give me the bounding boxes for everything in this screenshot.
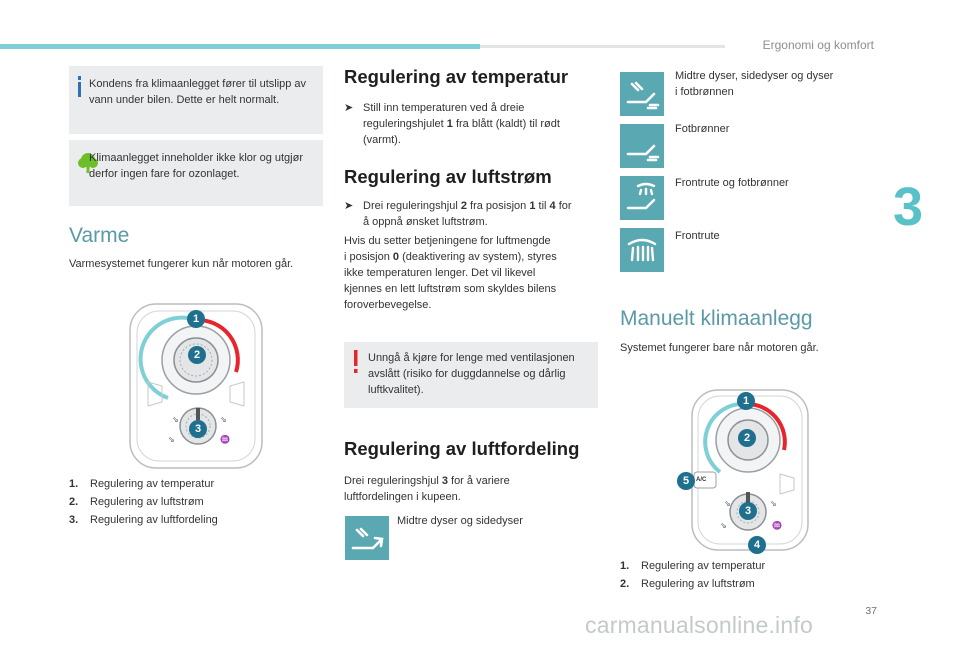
info-note-text: Kondens fra klimaanlegget fører til utsl… [89, 78, 307, 106]
chapter-number: 3 [893, 177, 924, 237]
vent-feet-icon [620, 124, 664, 168]
warning-text: Unngå å kjøre for lenge med ventilasjone… [368, 352, 575, 396]
page-number: 37 [865, 605, 877, 617]
flow-heading: Regulering av luftstrøm [344, 166, 552, 187]
svg-text:♒: ♒ [772, 520, 782, 530]
svg-text:⇘: ⇘ [720, 521, 727, 530]
flow-instruction: ➤Drei reguleringshjul 2 fra posisjon 1 t… [344, 200, 572, 228]
svg-text:⇘: ⇘ [220, 415, 227, 424]
list-item: 1.Regulering av temperatur [620, 560, 766, 572]
info-note: Kondens fra klimaanlegget fører til utsl… [69, 66, 323, 134]
dist-paragraph: Drei reguleringshjul 3 for å variere luf… [344, 475, 510, 503]
list-item: 1.Regulering av temperatur [69, 478, 215, 490]
header-divider [480, 45, 725, 48]
list-item: 2.Regulering av luftstrøm [69, 496, 204, 508]
flow-paragraph: Hvis du setter betjeningene for luftmeng… [344, 235, 557, 311]
heating-control-figure: ⇘ ⇘ ⇘ ♒ 1 2 3 [128, 302, 264, 470]
windscreen-demist-icon [620, 228, 664, 272]
callout-2: 2 [188, 346, 206, 364]
eco-note-text: Klimaanlegget inneholder ikke klor og ut… [89, 152, 304, 180]
svg-text:♒: ♒ [220, 434, 230, 444]
svg-text:⇘: ⇘ [724, 499, 731, 508]
header-accent-bar [0, 44, 480, 49]
windscreen-label: Frontrute [675, 230, 720, 242]
svg-text:⇘: ⇘ [172, 415, 179, 424]
callout-2: 2 [738, 429, 756, 447]
temp-heading: Regulering av temperatur [344, 66, 569, 87]
callout-1: 1 [187, 310, 205, 328]
vent-face-icon [345, 516, 389, 560]
callout-4: 4 [748, 536, 766, 554]
varme-text: Varmesystemet fungerer kun når motoren g… [69, 258, 294, 270]
callout-1: 1 [737, 392, 755, 410]
manual-legend: 1.Regulering av temperatur 2.Regulering … [620, 557, 870, 593]
temp-instruction: ➤Still inn temperaturen ved å dreie regu… [344, 102, 560, 146]
varme-heading: Varme [69, 224, 130, 247]
vent-feet-label: Fotbrønner [675, 123, 730, 135]
tree-icon [77, 152, 99, 179]
list-item: 3.Regulering av luftfordeling [69, 514, 218, 526]
vent-windscreen-feet-label: Frontrute og fotbrønner [675, 177, 789, 189]
svg-text:⇘: ⇘ [770, 499, 777, 508]
vent-face-feet-icon [620, 72, 664, 116]
list-item: 2.Regulering av luftstrøm [620, 578, 755, 590]
svg-text:⇘: ⇘ [168, 435, 175, 444]
vent-face-label: Midtre dyser og sidedyser [397, 515, 523, 527]
eco-note: Klimaanlegget inneholder ikke klor og ut… [69, 140, 323, 206]
manual-heading: Manuelt klimaanlegg [620, 307, 813, 330]
callout-3: 3 [739, 502, 757, 520]
callout-5: 5 [677, 472, 695, 490]
vent-windscreen-feet-icon [620, 176, 664, 220]
ac-button-label: A/C [696, 477, 707, 483]
warning-note: Unngå å kjøre for lenge med ventilasjone… [344, 342, 598, 408]
heating-legend: 1.Regulering av temperatur 2.Regulering … [69, 475, 319, 529]
manual-ac-control-figure: ⇘ ⇘ ⇘ ♒ A/C 1 2 5 3 4 [676, 388, 812, 558]
warning-icon [353, 350, 359, 379]
chapter-title: Ergonomi og komfort [762, 38, 874, 52]
dist-heading: Regulering av luftfordeling [344, 438, 580, 459]
watermark: carmanualsonline.info [585, 612, 813, 638]
info-icon [77, 76, 81, 97]
callout-3: 3 [189, 420, 207, 438]
manual-text: Systemet fungerer bare når motoren går. [620, 342, 819, 354]
vent-face-feet-label: Midtre dyser, sidedyser og dyser i fotbr… [675, 70, 834, 98]
